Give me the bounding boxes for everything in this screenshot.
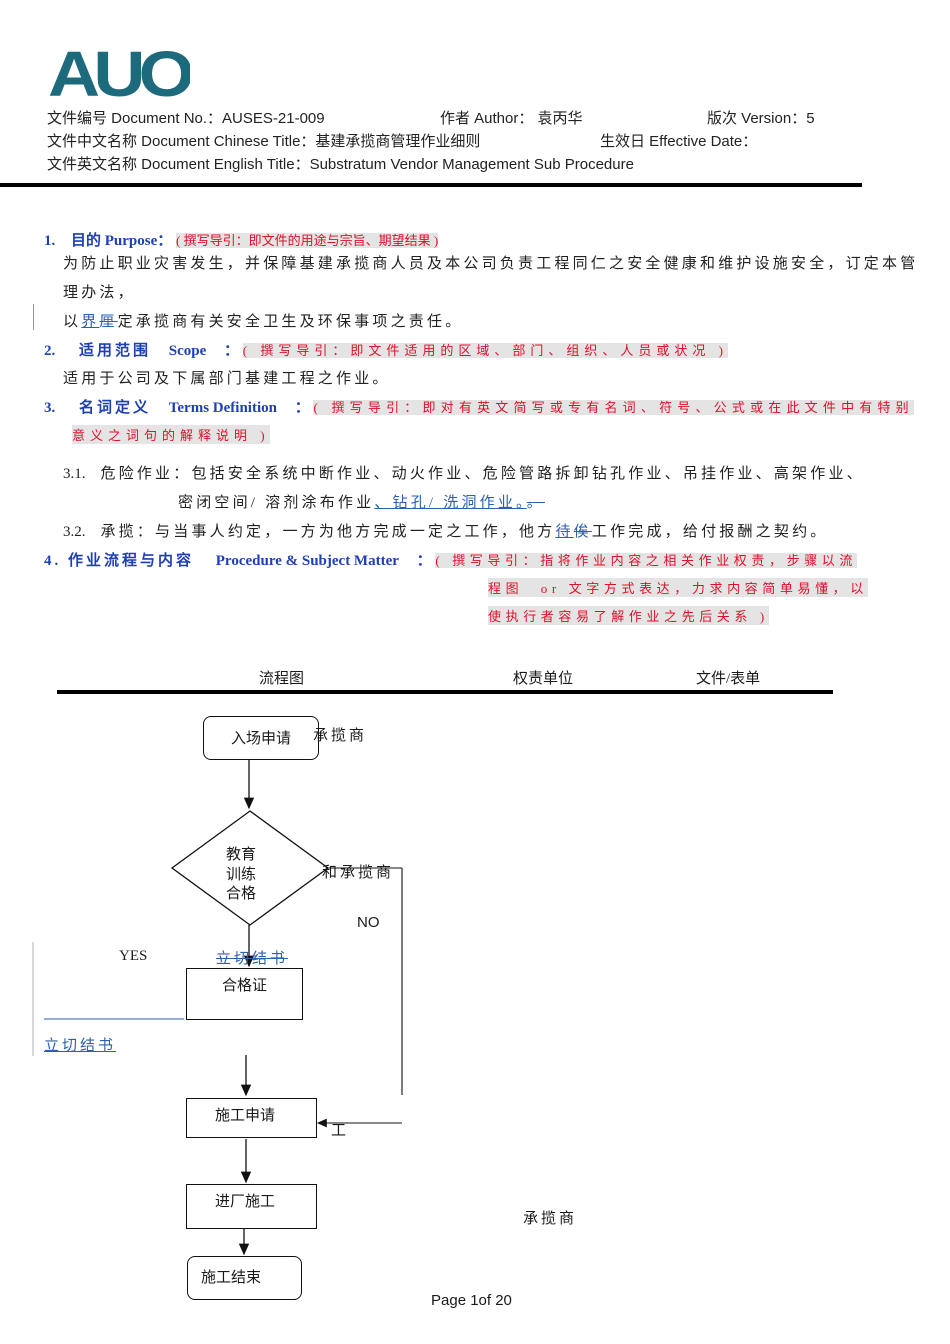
section-3-title-en: Terms Definition: [168, 400, 277, 416]
section-3-hint-2: 意义之词句的解释说明 ): [72, 425, 270, 444]
flow-no-label: NO: [357, 914, 380, 931]
inserted-text: 、钻孔/ 洗洞作业。: [374, 495, 527, 511]
flow-decision-label: 教育 训练 合格: [224, 846, 258, 905]
section-3-number: 3.: [44, 400, 56, 416]
definition-3-1-cont: 密闭空间/ 溶剂涂布作业、钻孔/ 洗洞作业。。: [178, 491, 545, 512]
section-3-title: 名词定义: [79, 400, 152, 416]
section-3-hint-1: ( 撰写导引：即对有英文简写或专有名词、符号、公式或在此文件中有特别: [313, 400, 914, 415]
effective-date: 生效日 Effective Date：: [600, 133, 758, 150]
section-2-title-en: Scope: [168, 343, 207, 359]
section-1-title: 目的 Purpose：: [71, 233, 173, 249]
flow-decision-line-1: 教育: [225, 847, 256, 863]
doc-cn-title: 文件中文名称 Document Chinese Title：基建承揽商管理作业细…: [47, 133, 481, 150]
flow-enter-responsibility: 承揽商: [523, 1211, 578, 1227]
section-2-title: 适用范围: [79, 343, 152, 359]
inserted-text: 界: [81, 314, 100, 330]
flow-certificate-label: 合格证: [221, 978, 267, 994]
flow-entry-label: 入场申请: [230, 731, 291, 747]
section-4-title-en: Procedure & Subject Matter: [215, 553, 399, 569]
deleted-text: 。: [526, 495, 545, 511]
decision-diamond: [170, 810, 330, 926]
section-2-hint: ( 撰写导引：即文件适用的区域、部门、组织、人员或状况 ): [242, 343, 728, 358]
flow-left-link: 立切结书: [44, 1038, 117, 1054]
inserted-text: 待: [555, 524, 574, 540]
flow-end-label: 施工结束: [201, 1270, 262, 1286]
section-1-line-1: 为防止职业灾害发生，并保障基建承揽商人员及本公司负责工程同仁之安全健康和维护设施…: [63, 256, 919, 272]
column-header-flowchart: 流程图: [259, 671, 305, 687]
section-4-title: 4. 作业流程与内容: [44, 553, 195, 569]
doc-number: 文件编号 Document No.：AUSES-21-009: [47, 110, 325, 127]
doc-author: 作者 Author： 袁丙华: [440, 110, 583, 127]
section-4-hint-3: 使执行者容易了解作业之先后关系 ): [488, 606, 769, 625]
flow-construction-end: 施工结束: [187, 1256, 302, 1300]
section-2-colon: ：: [224, 343, 240, 359]
definition-3-1-text: 危险作业：包括安全系统中断作业、动火作业、危险管路拆卸钻孔作业、吊挂作业、高架作…: [100, 466, 865, 482]
column-header-documents: 文件/表单: [696, 671, 761, 687]
deleted-text: 厘: [99, 314, 118, 330]
deleted-text: 俟: [573, 524, 592, 540]
revision-bar: [33, 304, 34, 330]
definition-3-1-label: 3.1.: [63, 466, 86, 482]
flow-entry-side-text: 承揽商: [313, 728, 368, 744]
flow-certificate: 合格证: [186, 968, 303, 1020]
flow-apply-side-text: 工: [331, 1123, 347, 1139]
section-1-heading: 1. 目的 Purpose： ( 撰写导引：即文件的用途与宗旨、期望结果 ): [44, 229, 439, 250]
definition-3-2-post: 工作完成，给付报酬之契约。: [591, 524, 829, 540]
page-number: Page 1of 20: [431, 1292, 512, 1309]
section-4-hint-1: ( 撰写导引：指将作业内容之相关作业权责，步骤以流: [435, 553, 858, 568]
definition-3-2-label: 3.2.: [63, 524, 86, 540]
doc-en-title: 文件英文名称 Document English Title：Substratum…: [47, 156, 634, 173]
section-1-line-3-pre: 以: [63, 314, 82, 330]
auo-logo: AUO: [48, 44, 190, 100]
section-2-body: 适用于公司及下属部门基建工程之作业。: [63, 371, 391, 387]
definition-3-1-cont-text: 密闭空间/ 溶剂涂布作业: [178, 495, 375, 511]
section-2-heading: 2. 适用范围 Scope ： ( 撰写导引：即文件适用的区域、部门、组织、人员…: [44, 339, 728, 360]
flow-decision-line-2: 训练: [225, 866, 256, 883]
flow-enter-label: 进厂施工: [215, 1194, 276, 1210]
definition-3-2-pre: 承揽：与当事人约定，一方为他方完成一定之工作，他方: [100, 524, 556, 540]
section-3-heading: 3. 名词定义 Terms Definition ： ( 撰写导引：即对有英文简…: [44, 396, 914, 417]
definition-3-2: 3.2. 承揽：与当事人约定，一方为他方完成一定之工作，他方待俟工作完成，给付报…: [63, 520, 828, 541]
flow-decision-side-text: 和承揽商: [322, 865, 395, 881]
section-2-number: 2.: [44, 343, 56, 359]
section-1-hint: ( 撰写导引：即文件的用途与宗旨、期望结果 ): [176, 233, 439, 248]
doc-version: 版次 Version：5: [707, 110, 815, 127]
flow-apply-label: 施工申请: [215, 1108, 276, 1124]
section-1-number: 1.: [44, 233, 56, 249]
flow-deleted-text: 立切结书: [216, 951, 289, 967]
logo-text: AUO: [48, 44, 190, 100]
section-1-line-3-post: 定承揽商有关安全卫生及环保事项之责任。: [117, 314, 464, 330]
column-header-responsibility: 权责单位: [513, 671, 574, 687]
section-1-line-2: 理办法，: [63, 285, 136, 301]
flow-construction-application: 施工申请: [186, 1098, 317, 1138]
definition-3-1: 3.1. 危险作业：包括安全系统中断作业、动火作业、危险管路拆卸钻孔作业、吊挂作…: [63, 462, 865, 483]
section-1-line-3: 以界厘定承揽商有关安全卫生及环保事项之责任。: [63, 310, 463, 331]
section-4-colon: ：: [416, 553, 432, 569]
section-4-heading: 4. 作业流程与内容 Procedure & Subject Matter ： …: [44, 549, 858, 570]
flow-enter-plant: 进厂施工: [186, 1184, 317, 1229]
table-header-rule: [57, 690, 833, 694]
section-4-hint-2: 程图 or 文字方式表达，力求内容简单易懂，以: [488, 578, 868, 597]
flow-entry-application: 入场申请: [203, 716, 319, 760]
flow-yes-label: YES: [119, 948, 148, 964]
header-divider: [0, 183, 862, 187]
flow-decision-line-3: 合格: [225, 886, 256, 902]
section-3-colon: ：: [294, 400, 310, 416]
